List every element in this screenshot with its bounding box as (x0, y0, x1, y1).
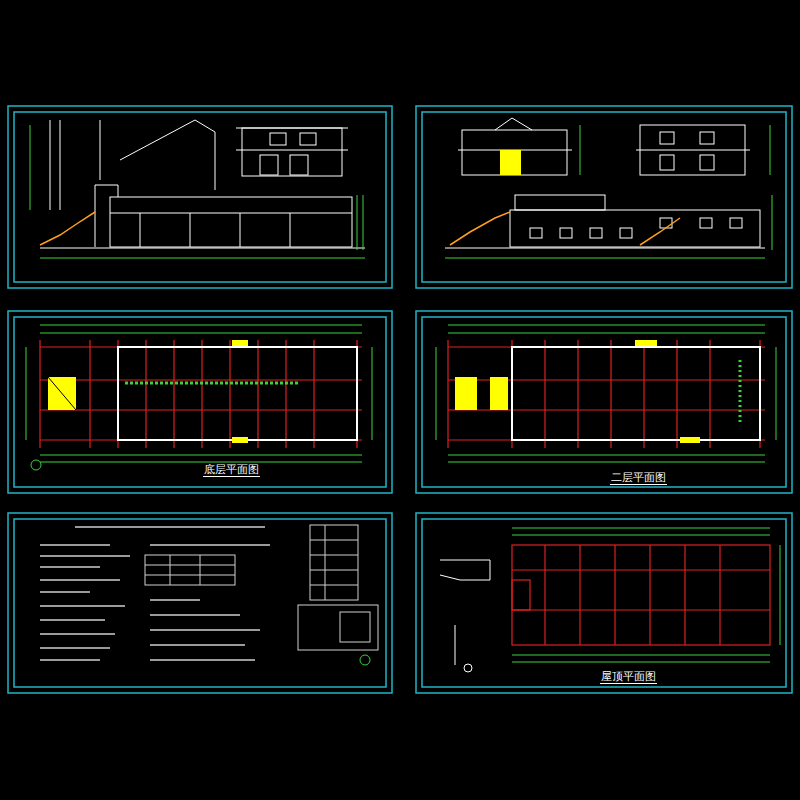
drawing-title: 屋顶平面图 (600, 670, 657, 684)
drawing-title: 二层平面图 (610, 471, 667, 485)
drawing-title: 底层平面图 (203, 463, 260, 477)
